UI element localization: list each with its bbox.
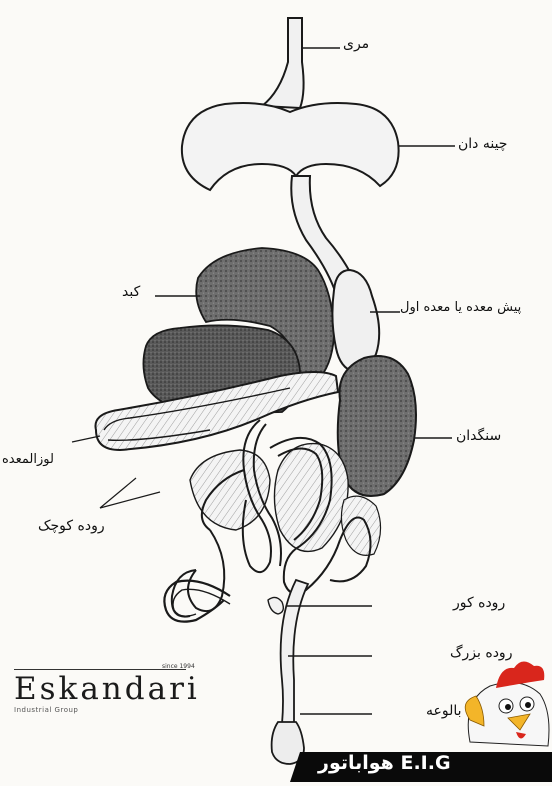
label-esophagus: مری (343, 36, 369, 52)
label-cecum: روده کور (453, 595, 505, 611)
logo-wordmark: Eskandari (14, 672, 184, 706)
crop-shape (182, 103, 399, 190)
cecum (268, 597, 283, 614)
label-gizzard: سنگدان (456, 428, 501, 444)
esophagus-shape (262, 18, 304, 108)
eskandari-logo: since 1994 Eskandari Industrial Group (14, 672, 184, 714)
label-liver: کبد (122, 284, 140, 300)
large-intestine (281, 580, 308, 724)
logo-rule (14, 669, 186, 670)
mascot-chicken-icon (465, 661, 549, 746)
label-pancreas: لوزالمعده (2, 452, 54, 467)
label-crop: چینه دان (458, 136, 507, 152)
label-proventriculus: پیش معده یا معده اول (400, 300, 521, 315)
label-cloaca: بالوعه (426, 703, 462, 719)
banner-text: هواباتور E.I.G (318, 752, 451, 774)
logo-since: since 1994 (162, 663, 195, 670)
label-large-intestine: روده بزرگ (450, 645, 512, 661)
logo-subtitle: Industrial Group (14, 706, 184, 714)
gizzard-shape (338, 356, 416, 496)
label-small-intestine: روده کوچک (38, 518, 105, 534)
